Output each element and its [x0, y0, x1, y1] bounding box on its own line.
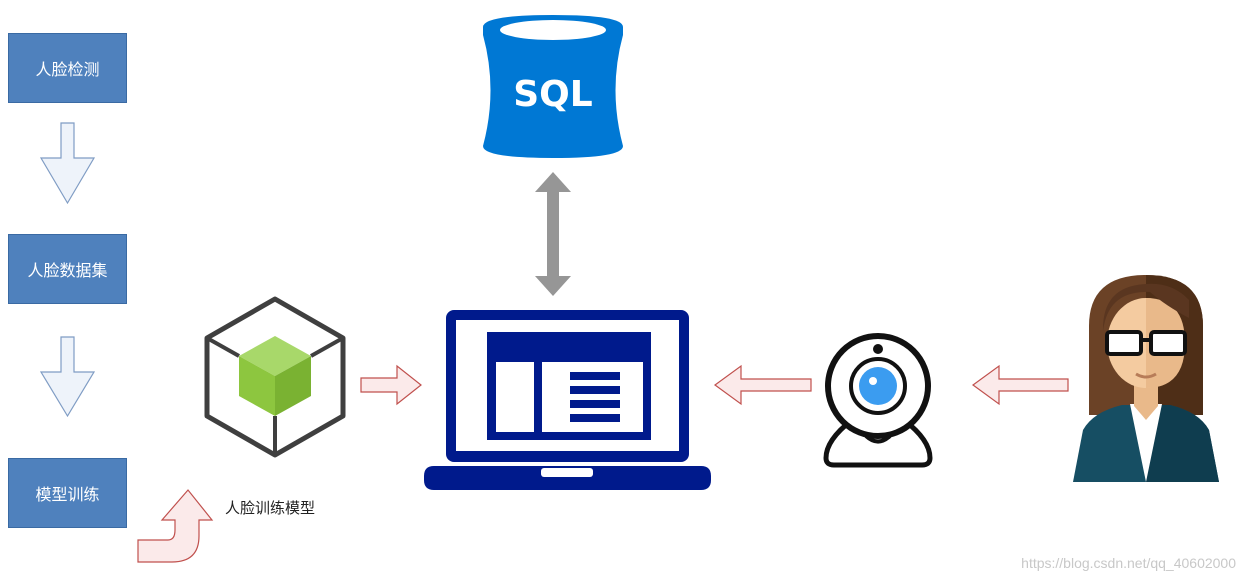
step-face-detection: 人脸检测 — [8, 33, 127, 103]
watermark: https://blog.csdn.net/qq_40602000 — [1021, 555, 1236, 571]
laptop-icon — [424, 310, 711, 490]
down-arrow-2 — [39, 336, 96, 418]
webcam-icon — [823, 333, 933, 468]
down-arrow-1 — [39, 122, 96, 205]
double-arrow — [535, 172, 571, 296]
person-icon — [1073, 275, 1219, 482]
right-arrow-model — [360, 364, 422, 406]
model-label: 人脸训练模型 — [225, 499, 316, 517]
left-arrow-person — [971, 364, 1069, 406]
database-label: SQL — [513, 74, 592, 115]
database-icon: SQL — [483, 15, 623, 158]
curved-up-arrow — [137, 489, 214, 563]
left-arrow-camera — [713, 364, 812, 406]
step-face-dataset: 人脸数据集 — [8, 234, 127, 304]
cube-icon — [204, 296, 346, 458]
step-model-training: 模型训练 — [8, 458, 127, 528]
